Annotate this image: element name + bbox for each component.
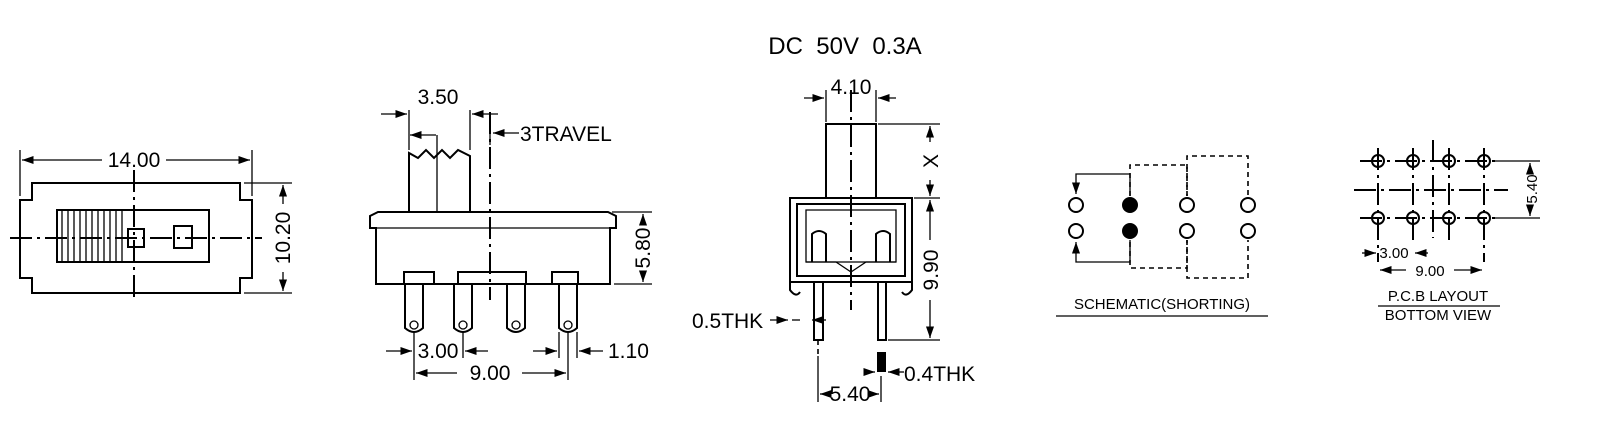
top-width-dim: 14.00 xyxy=(108,149,161,172)
total-height-dim: 9.90 xyxy=(920,250,943,291)
travel-label: 3TRAVEL xyxy=(520,123,612,146)
knob-width-dim: 3.50 xyxy=(418,86,459,109)
pcb-layout: 5.40 3.00 9.00 P.C.B LAYOUT BOTTOM VIEW xyxy=(1354,140,1541,324)
pcb-holes xyxy=(1371,154,1491,225)
pcb-span-dim: 9.00 xyxy=(1415,263,1444,280)
schematic-label: SCHEMATIC(SHORTING) xyxy=(1074,296,1250,313)
actuator-grip xyxy=(61,210,123,262)
frame-thk-label: 0.5THK xyxy=(692,310,763,333)
rating-label: DC 50V 0.3A xyxy=(768,33,921,60)
pin-pitch-dim: 3.00 xyxy=(418,340,459,363)
side-top-width-dim: 4.10 xyxy=(831,76,872,99)
side-pin-spacing-dim: 5.40 xyxy=(830,383,871,406)
pcb-row-spacing-dim: 5.40 xyxy=(1524,174,1541,203)
top-view: 14.00 10.20 xyxy=(10,149,295,302)
pcb-label-line1: P.C.B LAYOUT xyxy=(1388,288,1488,305)
pcb-pitch-dim: 3.00 xyxy=(1379,245,1408,262)
pin-width-dim: 1.10 xyxy=(608,340,649,363)
front-view: 3.50 3TRAVEL 5.80 3.00 1.10 9.00 xyxy=(369,86,655,385)
pin-span-dim: 9.00 xyxy=(470,362,511,385)
schematic: SCHEMATIC(SHORTING) xyxy=(1056,155,1268,317)
knob-height-dim: X xyxy=(920,154,943,168)
side-view: 4.10 X 9.90 0.5THK 0.4THK 5.40 xyxy=(692,76,975,406)
pin-thk-label: 0.4THK xyxy=(904,363,975,386)
body-height-dim: 5.80 xyxy=(632,228,655,269)
top-height-dim: 10.20 xyxy=(272,212,295,265)
pcb-label-line2: BOTTOM VIEW xyxy=(1385,307,1492,324)
